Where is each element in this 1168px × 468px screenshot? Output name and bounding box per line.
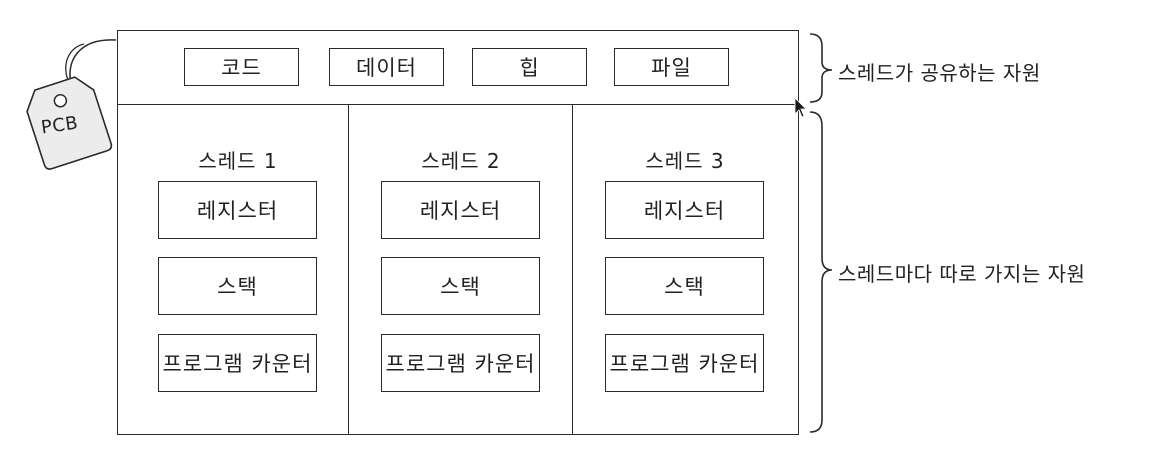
shared-data-box: 데이터 [329,48,444,86]
cursor-icon [794,97,807,118]
thread-3-title: 스레드 3 [645,149,725,173]
shared-code-box: 코드 [184,48,299,86]
thread-1-program-counter: 프로그램 카운터 [158,334,317,392]
thread-3-registers: 레지스터 [605,181,764,239]
shared-heap-box: 힙 [472,48,587,86]
shared-divider [117,104,799,105]
thread-divider-1 [348,104,349,435]
shared-brace-icon [809,33,833,103]
private-brace-icon [809,111,833,433]
thread-3-stack: 스택 [605,257,764,315]
thread-2-stack: 스택 [381,257,540,315]
private-resources-label: 스레드마다 따로 가지는 자원 [838,262,1086,286]
shared-file-box: 파일 [614,48,729,86]
thread-2-registers: 레지스터 [381,181,540,239]
thread-3-program-counter: 프로그램 카운터 [605,334,764,392]
thread-1-stack: 스택 [158,257,317,315]
thread-2-title: 스레드 2 [421,149,501,173]
thread-divider-2 [572,104,573,435]
shared-resources-label: 스레드가 공유하는 자원 [838,61,1041,85]
process-frame [117,30,799,435]
thread-1-title: 스레드 1 [198,149,278,173]
thread-1-registers: 레지스터 [158,181,317,239]
thread-2-program-counter: 프로그램 카운터 [381,334,540,392]
